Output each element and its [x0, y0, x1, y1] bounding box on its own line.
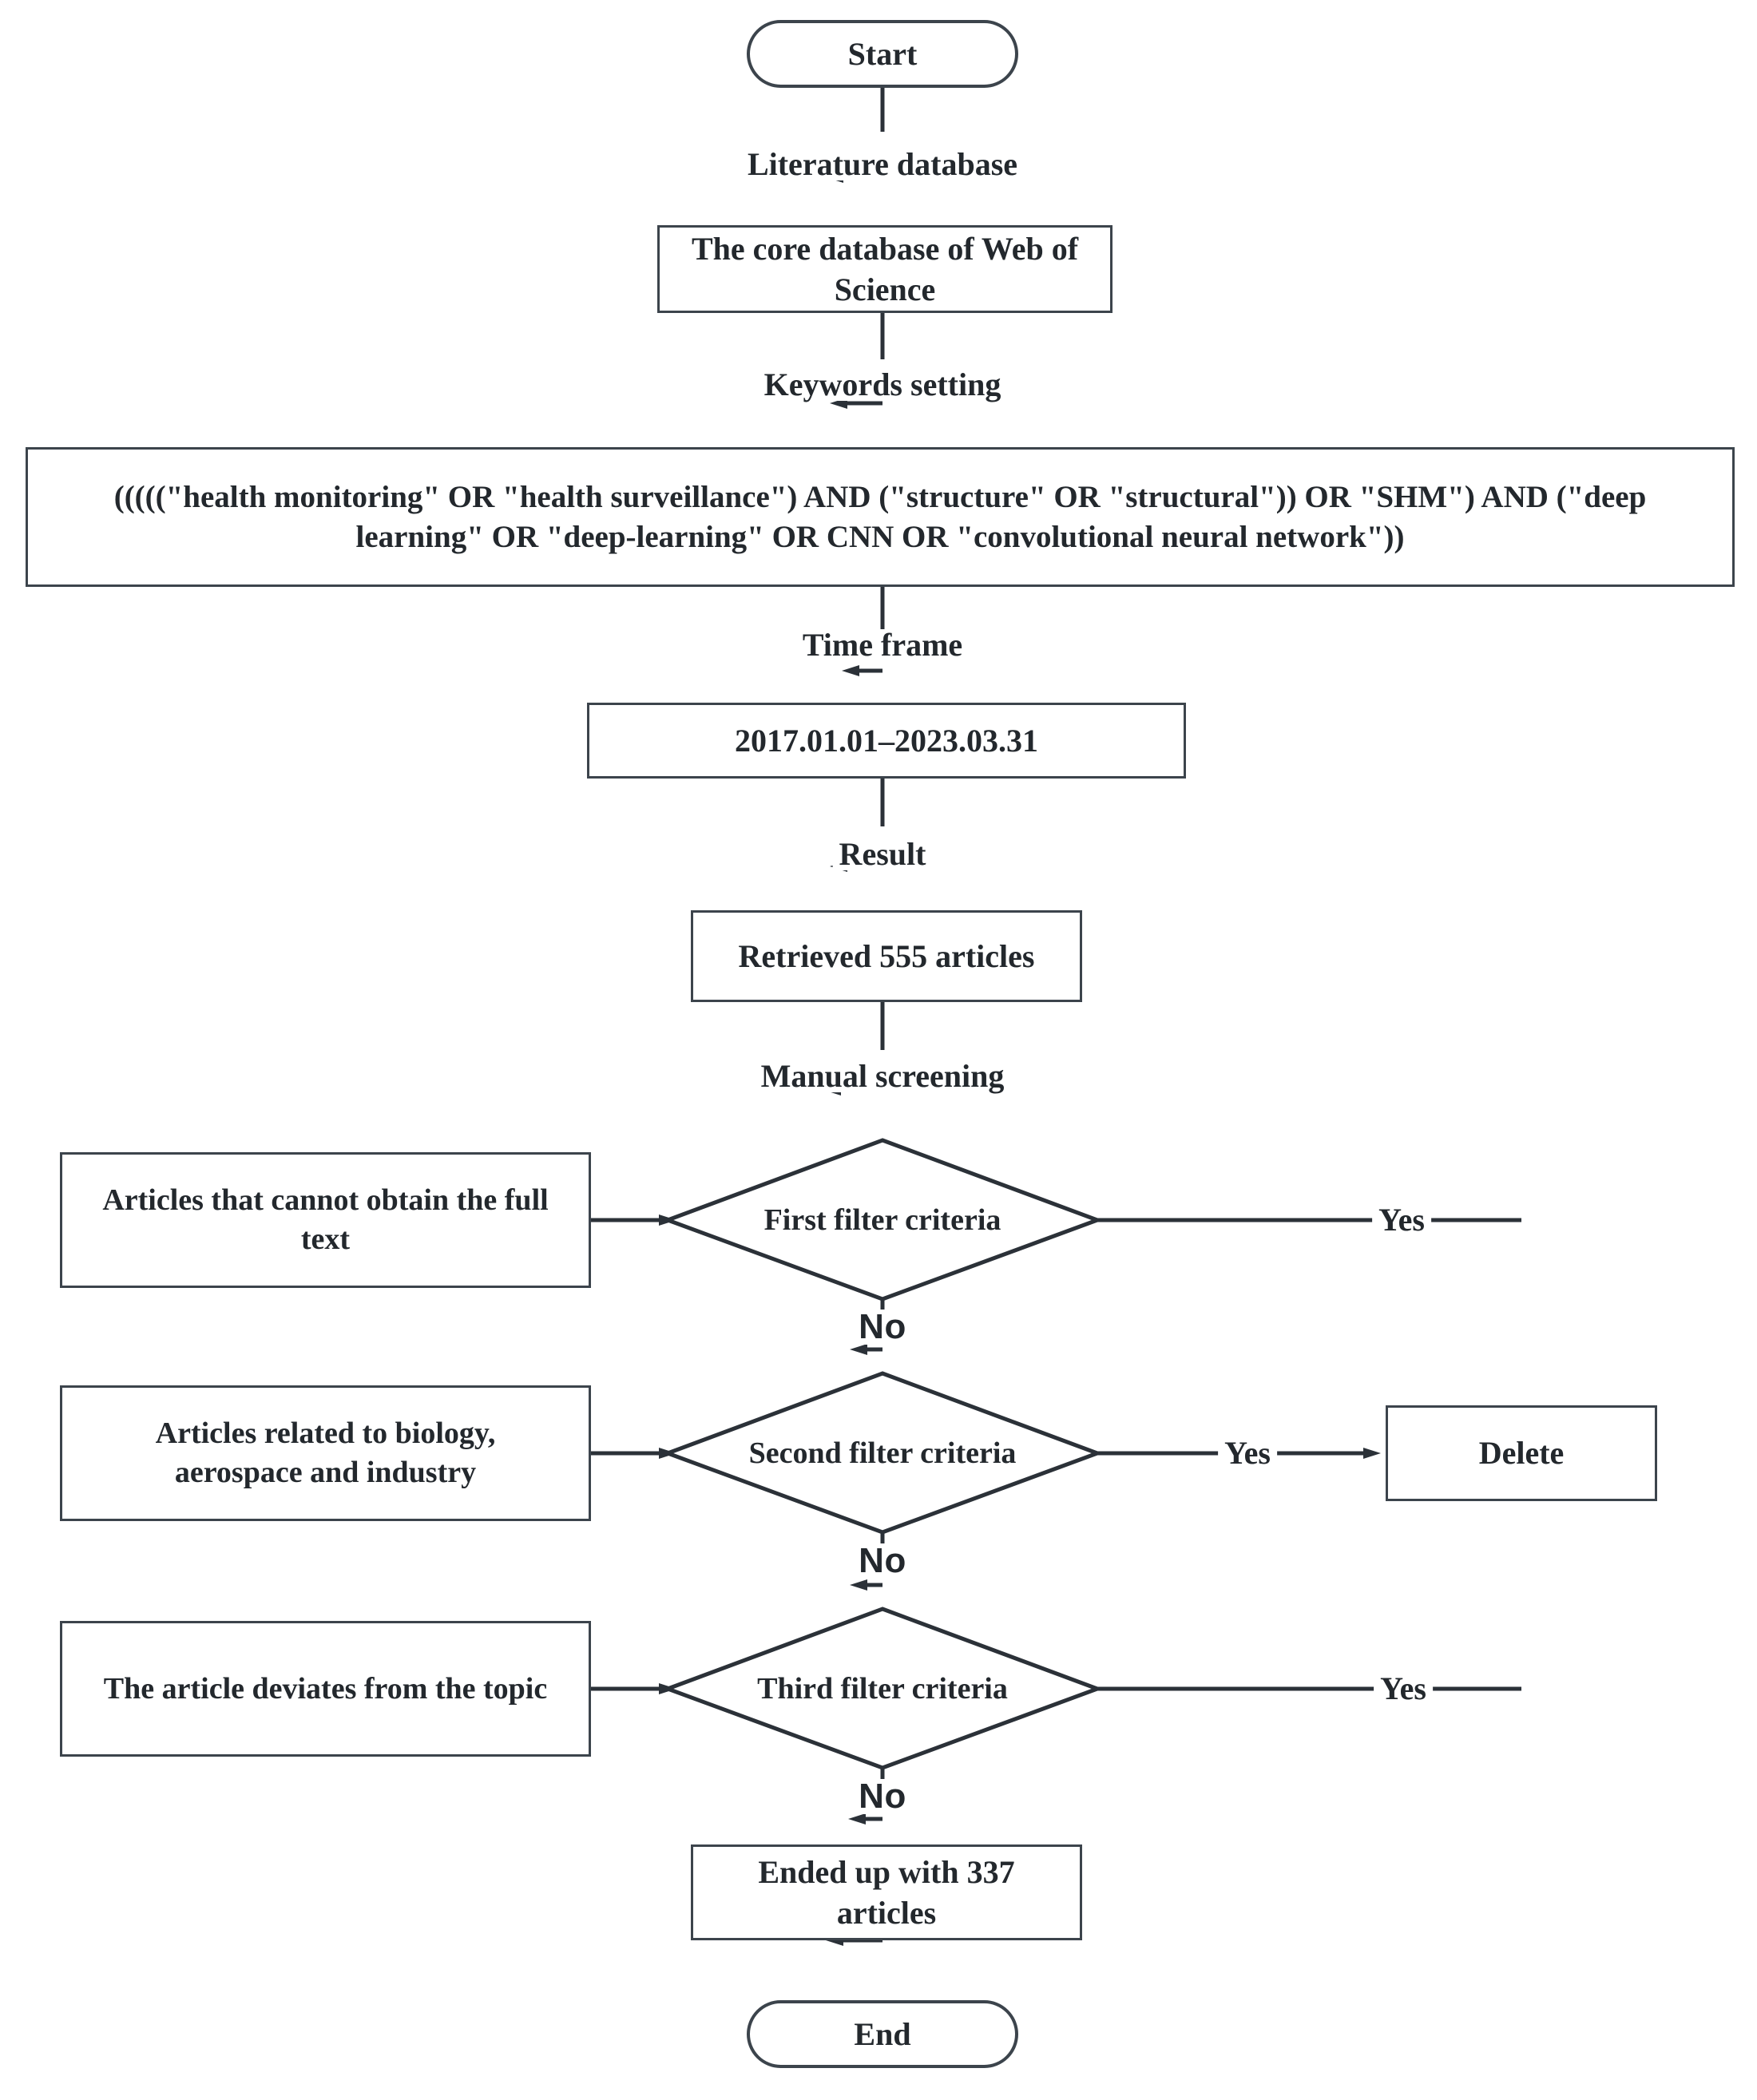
- diamond-filter1-shape: [661, 1138, 1104, 1302]
- node-filter2-label: Second filter criteria: [748, 1436, 1017, 1470]
- node-database[interactable]: The core database of Web of Science: [657, 225, 1113, 313]
- node-criteria-1-label: Articles that cannot obtain the full tex…: [102, 1183, 549, 1256]
- node-query-label: ((((("health monitoring" OR "health surv…: [113, 479, 1647, 554]
- node-filter1[interactable]: First filter criteria: [715, 1188, 1050, 1252]
- node-filter3[interactable]: Third filter criteria: [715, 1657, 1050, 1721]
- diamond-filter2-shape: [661, 1371, 1104, 1535]
- edge-label-keywords-setting: Keywords setting: [757, 369, 1008, 401]
- node-timeframe[interactable]: 2017.01.01–2023.03.31: [587, 703, 1186, 779]
- node-filter3-label: Third filter criteria: [757, 1671, 1008, 1706]
- node-final-label: Ended up with 337 articles: [758, 1853, 1015, 1931]
- edge-label-filter1-yes: Yes: [1372, 1204, 1431, 1236]
- node-end[interactable]: End: [747, 2000, 1018, 2068]
- diamond-filter3-shape: [661, 1607, 1104, 1770]
- node-criteria-2-label: Articles related to biology, aerospace a…: [155, 1417, 496, 1489]
- edge-label-result: Result: [832, 838, 933, 870]
- node-filter1-label: First filter criteria: [763, 1203, 1001, 1237]
- edge-label-filter2-no: No: [852, 1543, 913, 1579]
- node-filter2[interactable]: Second filter criteria: [715, 1421, 1050, 1485]
- node-end-label: End: [854, 2015, 911, 2052]
- node-delete-label: Delete: [1478, 1435, 1565, 1472]
- edge-label-filter3-yes: Yes: [1374, 1673, 1433, 1705]
- edge-label-literature-database: Literature database: [740, 149, 1025, 180]
- node-start-label: Start: [847, 35, 918, 72]
- node-timeframe-label: 2017.01.01–2023.03.31: [735, 722, 1038, 759]
- node-criteria-3[interactable]: The article deviates from the topic: [60, 1621, 591, 1757]
- edge-label-time-frame: Time frame: [795, 629, 970, 661]
- node-final[interactable]: Ended up with 337 articles: [691, 1844, 1082, 1940]
- edge-label-filter2-yes: Yes: [1218, 1437, 1277, 1469]
- edge-label-manual-screening: Manual screening: [754, 1060, 1011, 1092]
- node-retrieved-label: Retrieved 555 articles: [738, 937, 1035, 974]
- node-database-label: The core database of Web of Science: [691, 230, 1079, 307]
- node-criteria-1[interactable]: Articles that cannot obtain the full tex…: [60, 1152, 591, 1288]
- edge-label-filter1-no: No: [852, 1310, 913, 1345]
- node-delete[interactable]: Delete: [1386, 1405, 1657, 1501]
- node-start[interactable]: Start: [747, 20, 1018, 88]
- node-retrieved[interactable]: Retrieved 555 articles: [691, 910, 1082, 1002]
- node-criteria-3-label: The article deviates from the topic: [103, 1671, 548, 1706]
- node-query[interactable]: ((((("health monitoring" OR "health surv…: [26, 447, 1735, 587]
- node-criteria-2[interactable]: Articles related to biology, aerospace a…: [60, 1385, 591, 1521]
- edge-label-filter3-no: No: [852, 1779, 913, 1814]
